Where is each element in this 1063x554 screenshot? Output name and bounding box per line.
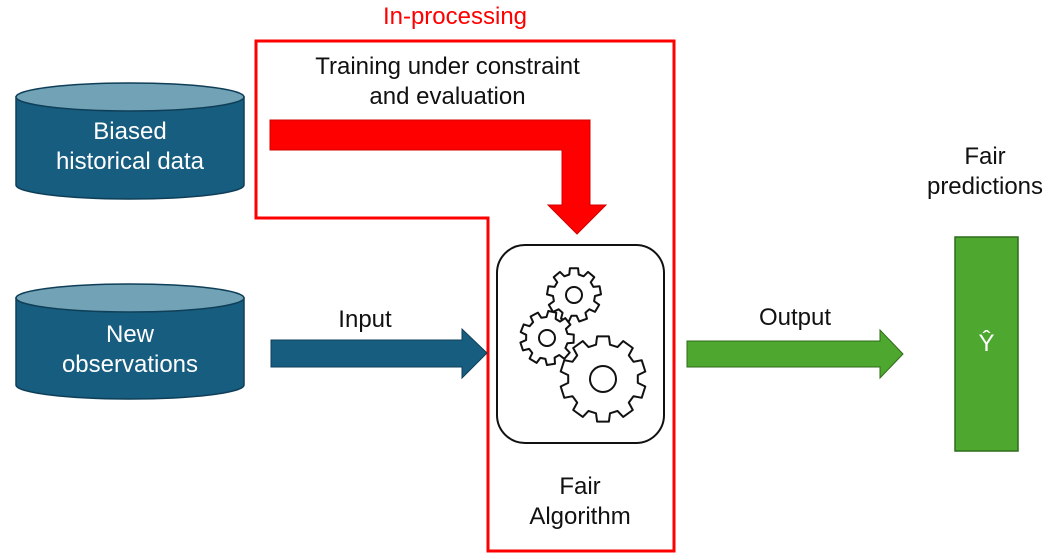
output-label: Output bbox=[758, 304, 832, 331]
predictions-label-line-2: predictions bbox=[926, 173, 1044, 200]
training-arrow bbox=[269, 119, 608, 235]
training-label-line-2: and evaluation bbox=[369, 83, 526, 110]
predictions-label: Fair predictions bbox=[905, 142, 1063, 202]
input-arrow bbox=[270, 327, 488, 380]
algorithm-label: Fair Algorithm bbox=[500, 472, 660, 532]
output-arrow bbox=[686, 328, 904, 380]
algorithm-label-line-1: Fair bbox=[559, 473, 601, 500]
predictions-box bbox=[954, 236, 1019, 452]
input-label: Input bbox=[338, 306, 392, 333]
stage-label: In-processing bbox=[382, 3, 528, 30]
algorithm-label-line-2: Algorithm bbox=[529, 503, 631, 530]
gears-icon bbox=[519, 267, 647, 423]
prediction-symbol: Ŷ bbox=[978, 330, 995, 357]
predictions-label-line-1: Fair bbox=[964, 143, 1006, 170]
new-observations-cylinder-icon bbox=[15, 283, 245, 400]
training-label: Training under constraint and evaluation bbox=[270, 52, 625, 112]
new-observations-label-line-2: observations bbox=[61, 351, 199, 378]
training-label-line-1: Training under constraint bbox=[315, 53, 580, 80]
new-observations-label-line-1: New bbox=[105, 321, 154, 348]
historical-data-label-line-2: historical data bbox=[55, 148, 205, 175]
in-processing-boundary bbox=[254, 39, 676, 553]
historical-data-label: Biased historical data bbox=[16, 117, 244, 177]
historical-data-cylinder-icon bbox=[15, 82, 245, 200]
historical-data-label-line-1: Biased bbox=[93, 118, 167, 145]
new-observations-label: New observations bbox=[16, 320, 244, 380]
